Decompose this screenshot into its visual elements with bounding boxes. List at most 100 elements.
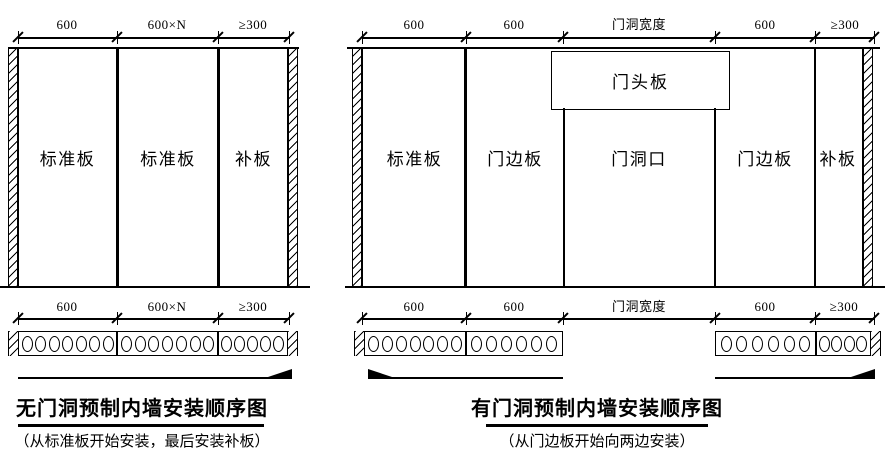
dim-label: 600×N [147, 299, 187, 314]
door-head-panel: 门头板 [551, 51, 730, 110]
panel-joint-line [217, 47, 220, 287]
dim-label: 600 [403, 17, 425, 32]
plan-strip [18, 331, 288, 356]
panel-joint-line [116, 47, 119, 287]
plan-hatch-right [871, 331, 881, 356]
dim-label: 600 [754, 299, 776, 314]
wall-top-line [8, 47, 299, 49]
diagram-caption: （从门边板开始向两边安装） [499, 434, 695, 450]
plan-segment [219, 332, 286, 355]
dimension-line-bottom [18, 318, 289, 320]
hollow-core-hole [451, 335, 463, 352]
dim-label: 600 [503, 17, 525, 32]
plan-hatch-right [288, 331, 298, 356]
hollow-core-hole [437, 335, 449, 352]
install-direction-arrow-right [715, 377, 875, 379]
door-head-panel-label: 门头板 [612, 73, 669, 92]
floor-line [345, 286, 885, 288]
hollow-core-hole [75, 335, 87, 352]
hollow-core-hole [546, 335, 557, 352]
wall-panel-label: 补板 [235, 150, 272, 169]
hollow-core-hole [423, 335, 435, 352]
hollow-core-hole [162, 335, 173, 352]
hollow-core-hole [720, 335, 732, 352]
arrow-head-right-icon [268, 369, 292, 377]
floor-line [0, 286, 310, 288]
dim-label: 600 [503, 299, 525, 314]
diagram-caption: （从标准板开始安装，最后安装补板） [14, 434, 270, 450]
dim-label: ≥300 [238, 17, 268, 32]
wall-top-line [347, 47, 880, 49]
install-direction-arrow [18, 377, 292, 379]
plan-segment-joint [116, 332, 118, 355]
hollow-core-hole [120, 335, 132, 352]
hollow-core-hole [381, 335, 393, 352]
dimension-line-top [18, 37, 289, 39]
hollow-core-hole [35, 335, 46, 352]
dim-label: ≥300 [238, 299, 268, 314]
hollow-core-hole [767, 335, 779, 352]
hollow-core-hole [783, 335, 795, 352]
plan-segment [118, 332, 217, 355]
hollow-core-hole [247, 335, 258, 352]
arrow-head-left-icon [368, 369, 392, 377]
wall-end-hatch-right [862, 47, 873, 287]
hollow-core-hole [21, 335, 33, 352]
plan-strip-left [364, 331, 563, 356]
wall-end-hatch-left [352, 47, 363, 287]
hollow-core-hole [799, 335, 811, 352]
wall-panel-label: 补板 [819, 150, 857, 169]
panel-joint-line [814, 47, 816, 287]
hollow-core-hole [48, 335, 60, 352]
hollow-core-hole [501, 335, 512, 352]
dim-label: ≥300 [829, 299, 859, 314]
hollow-core-hole [273, 335, 284, 352]
hollow-core-hole [89, 335, 100, 352]
wall-end-hatch-right [287, 47, 298, 287]
plan-segment [365, 332, 465, 355]
wall-end-hatch-left [8, 47, 19, 287]
plan-segment-joint [815, 332, 817, 355]
hollow-core-hole [260, 335, 271, 352]
door-opening-jamb-line [714, 108, 716, 287]
dim-label: 600 [56, 17, 78, 32]
plan-segment [817, 332, 869, 355]
hollow-core-hole [409, 335, 421, 352]
wall-panel-label: 标准板 [386, 150, 443, 169]
hollow-core-hole [471, 335, 482, 352]
arrow-head-right-icon [851, 369, 875, 377]
dim-label: 门洞宽度 [611, 17, 666, 32]
hollow-core-hole [102, 335, 114, 352]
wall-panel-label: 门洞口 [611, 150, 667, 169]
title-underline [18, 424, 264, 427]
hollow-core-hole [367, 335, 379, 352]
plan-segment-joint [217, 332, 219, 355]
hollow-core-hole [395, 335, 407, 352]
dim-label: 600×N [147, 17, 187, 32]
hollow-core-hole [736, 335, 748, 352]
hollow-core-hole [148, 335, 160, 352]
plan-segment [19, 332, 116, 355]
hollow-core-hole [516, 335, 527, 352]
title-underline [486, 424, 708, 427]
plan-hatch-left [8, 331, 18, 356]
dim-label: ≥300 [830, 17, 860, 32]
dim-label: 600 [403, 299, 425, 314]
hollow-core-hole [175, 335, 187, 352]
hollow-core-hole [221, 335, 232, 352]
hollow-core-hole [134, 335, 146, 352]
dim-label: 600 [56, 299, 78, 314]
hollow-core-hole [752, 335, 764, 352]
dimension-line-top [362, 37, 874, 39]
hollow-core-hole [203, 335, 215, 352]
dim-label: 600 [754, 17, 776, 32]
dimension-line-bottom [362, 318, 874, 320]
plan-segment [467, 332, 561, 355]
hollow-core-hole [486, 335, 497, 352]
hollow-core-hole [531, 335, 542, 352]
plan-segment [716, 332, 815, 355]
wall-panel-label: 门边板 [487, 150, 543, 169]
